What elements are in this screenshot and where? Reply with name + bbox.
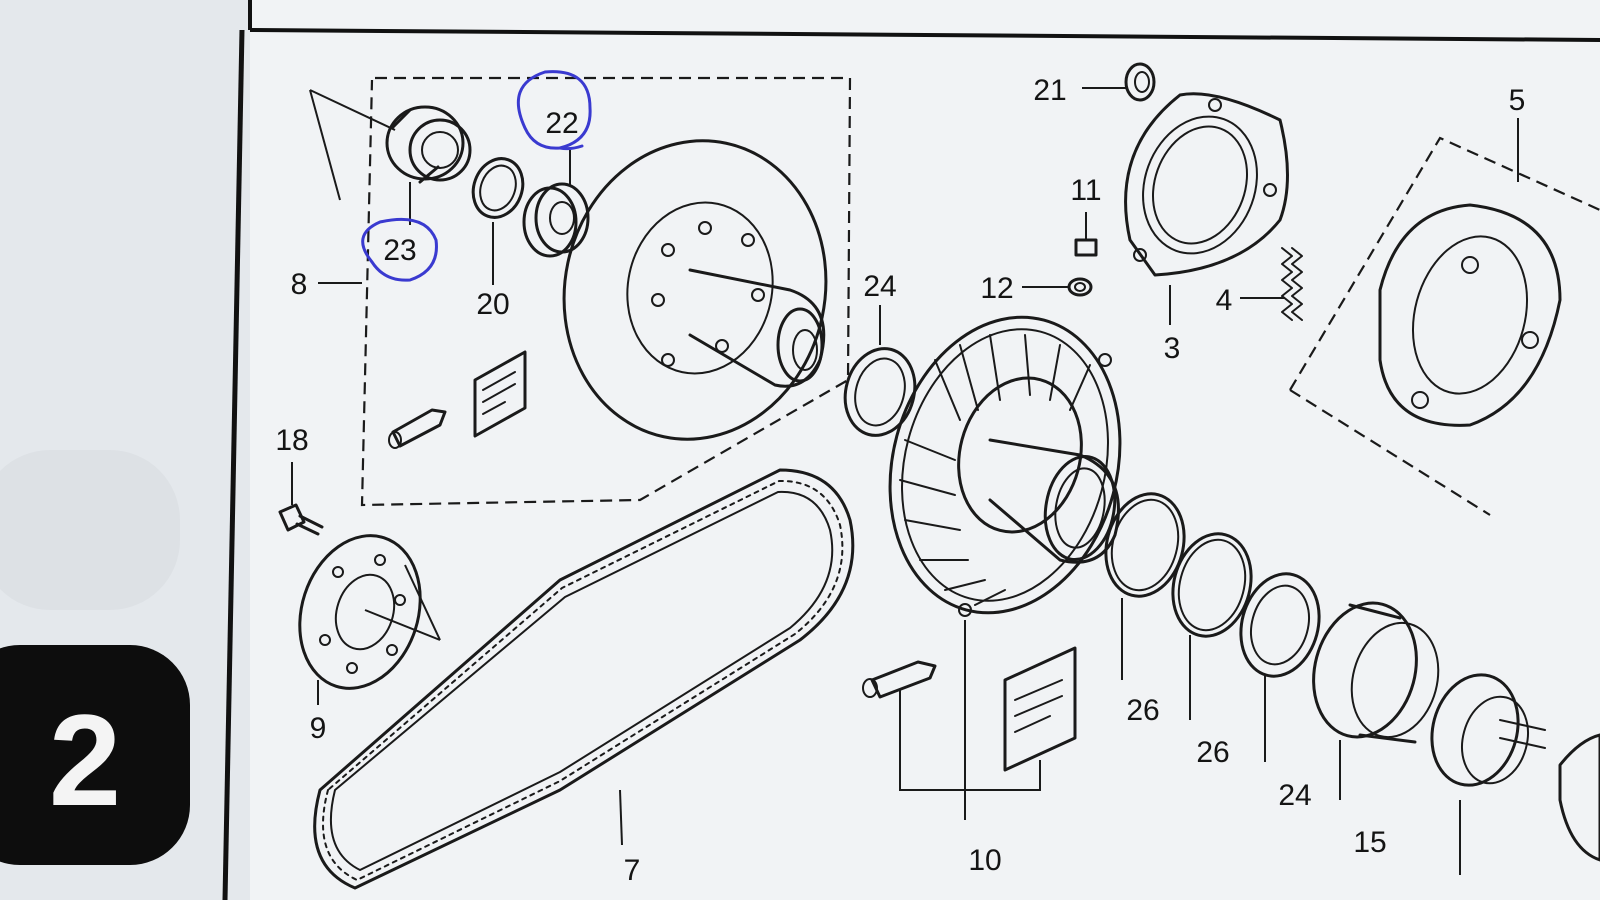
- pin-and-label-lower: [862, 646, 1077, 820]
- callout-26-first: 26: [1126, 694, 1159, 727]
- section-tab: 2: [0, 645, 190, 865]
- spring-part-21: [1082, 62, 1156, 102]
- pen-stroke-22-tail: [558, 144, 584, 151]
- section-tab-shape: [0, 645, 190, 865]
- callout-5: 5: [1509, 84, 1526, 117]
- callout-24-upper: 24: [863, 270, 896, 303]
- diagram-panel: [250, 0, 1600, 900]
- bolt-part-18: [278, 462, 324, 536]
- washer-part-12: [1022, 277, 1093, 297]
- callout-3: 3: [1164, 332, 1181, 365]
- callout-12: 12: [980, 272, 1013, 305]
- callout-24-lower: 24: [1278, 779, 1311, 812]
- ring-part-26-second: [1171, 532, 1253, 720]
- callout-10: 10: [968, 844, 1001, 877]
- drive-plate-part-9: [298, 534, 441, 705]
- drive-face-assembly-group: [309, 76, 852, 507]
- callout-4: 4: [1216, 284, 1233, 317]
- drive-belt-part-7: [313, 468, 855, 890]
- callout-11: 11: [1070, 174, 1101, 207]
- needle-bearing-part-23: [385, 105, 472, 225]
- ball-bearing-part-22: [522, 150, 590, 258]
- assembly-dashed-box: [360, 76, 852, 507]
- driven-face-disk: [562, 139, 828, 441]
- pin-and-label-inside-assembly: [388, 350, 527, 449]
- collar-part-15: [1312, 601, 1440, 800]
- snap-ring-part-20: [471, 157, 525, 285]
- pen-circle-22: [516, 70, 592, 150]
- screw-part-11: [1074, 212, 1098, 257]
- callout-18: 18: [275, 424, 308, 457]
- section-tab-number: 2: [49, 687, 121, 833]
- callout-15: 15: [1353, 826, 1386, 859]
- panel-frame: [222, 0, 1600, 900]
- callout-26-second: 26: [1196, 736, 1229, 769]
- callout-8: 8: [291, 268, 308, 301]
- callout-21: 21: [1033, 74, 1066, 107]
- callout-22: 22: [545, 107, 578, 140]
- callout-9: 9: [310, 712, 327, 745]
- callout-23: 23: [383, 234, 416, 267]
- callout-20: 20: [476, 288, 509, 321]
- ring-part-26-first: [1104, 492, 1186, 680]
- callout-7: 7: [624, 854, 641, 887]
- clutch-shoe-assembly-part-5: [1289, 118, 1600, 516]
- seal-part-24-upper: [843, 305, 917, 437]
- spring-part-4: [1240, 247, 1303, 321]
- pen-circle-23: [361, 217, 438, 282]
- seal-part-24-lower: [1239, 572, 1321, 762]
- faint-tab-shadow: [0, 450, 180, 610]
- plate-part-3: [1124, 92, 1289, 325]
